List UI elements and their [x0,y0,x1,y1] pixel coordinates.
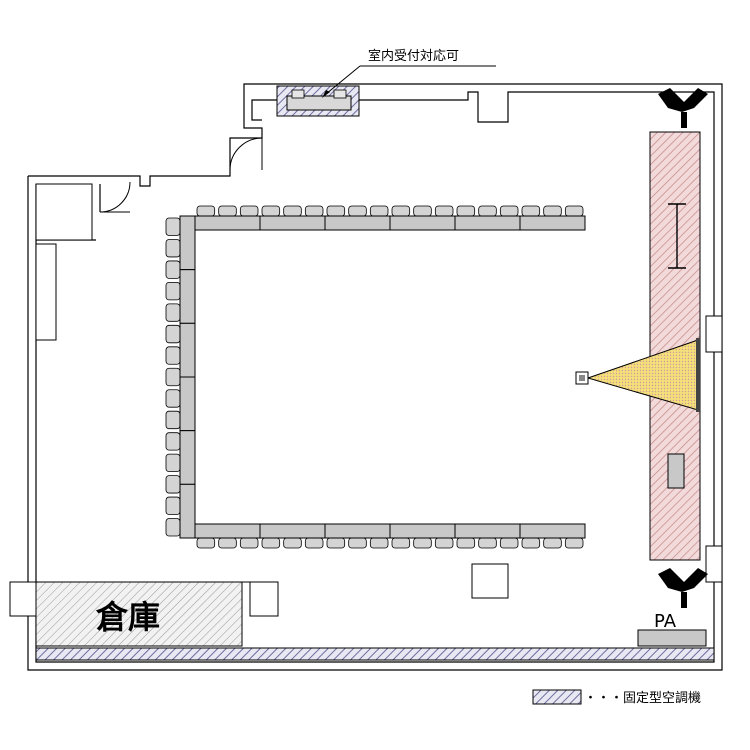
chair [543,537,562,549]
chair [391,537,411,549]
chair [196,205,216,217]
pa-label: PA [654,611,677,632]
projection [575,338,700,412]
chair [564,205,584,217]
side-table-column [179,215,196,539]
chair [165,303,181,322]
door-lower [99,181,131,213]
chair [304,205,324,217]
reception-label: 室内受付対応可 [368,48,459,64]
chair [369,205,389,217]
bottom-chair-row [196,537,584,549]
chair [391,205,411,217]
chair [239,205,259,217]
chair [165,281,181,301]
chair [564,537,584,549]
chair [239,537,259,549]
table [179,215,196,271]
table [324,523,391,539]
table [179,322,196,378]
bottom-hvac-strip [35,647,715,661]
chair [326,537,346,549]
storage-room: 倉庫 [9,581,279,647]
chair [218,537,237,549]
chair [413,537,432,549]
table [194,215,261,231]
chair [165,453,181,472]
chair [218,205,237,217]
bottom-table-row [194,523,586,539]
chair [165,432,181,451]
table [179,269,196,324]
reception-hvac-unit [276,85,360,117]
speaker-top-icon [658,88,708,128]
table [454,215,521,231]
side-chair-column [165,217,181,537]
chair [165,346,181,365]
chair [521,537,541,549]
legend-swatch [532,689,582,705]
door-upper [229,137,263,171]
chair [165,367,181,387]
table [179,483,196,539]
table [259,523,326,539]
chair [261,205,281,217]
chair [456,537,476,549]
chair [165,217,181,236]
table [179,376,196,432]
chair [165,518,181,537]
legend: ・・・固定型空調機 [532,689,701,706]
chair [456,205,476,217]
chair [165,260,181,279]
chair [165,389,181,408]
chair [304,537,324,549]
top-chair-row [196,205,584,217]
table [519,215,586,231]
speaker-bottom-icon [658,568,708,608]
chair [165,410,181,430]
left-utility-rooms [35,183,93,341]
table [324,215,391,231]
right-wall-niches [705,315,723,583]
table [194,523,261,539]
chair [165,239,181,258]
chair [369,537,389,549]
table [179,430,196,485]
chair [348,205,367,217]
legend-label: ・・・固定型空調機 [584,691,701,706]
pa-desk: PA [637,611,707,647]
chair [413,205,432,217]
chair [499,205,519,217]
chair [434,537,454,549]
chair [326,205,346,217]
pillar [471,563,509,599]
chair [434,205,454,217]
top-table-row [194,215,586,231]
chair [165,324,181,344]
lectern-icon [668,203,686,269]
table [389,215,456,231]
chair [478,537,497,549]
chair [196,537,216,549]
chair [283,537,302,549]
table [389,523,456,539]
chair [348,537,367,549]
chair [165,496,181,515]
chair [283,205,302,217]
chair [521,205,541,217]
storage-label: 倉庫 [95,598,160,636]
chair [478,205,497,217]
chair [165,475,181,494]
table [519,523,586,539]
chair [543,205,562,217]
table [454,523,521,539]
chair [261,537,281,549]
table [259,215,326,231]
reception-callout: 室内受付対応可 [322,48,496,98]
chair [499,537,519,549]
